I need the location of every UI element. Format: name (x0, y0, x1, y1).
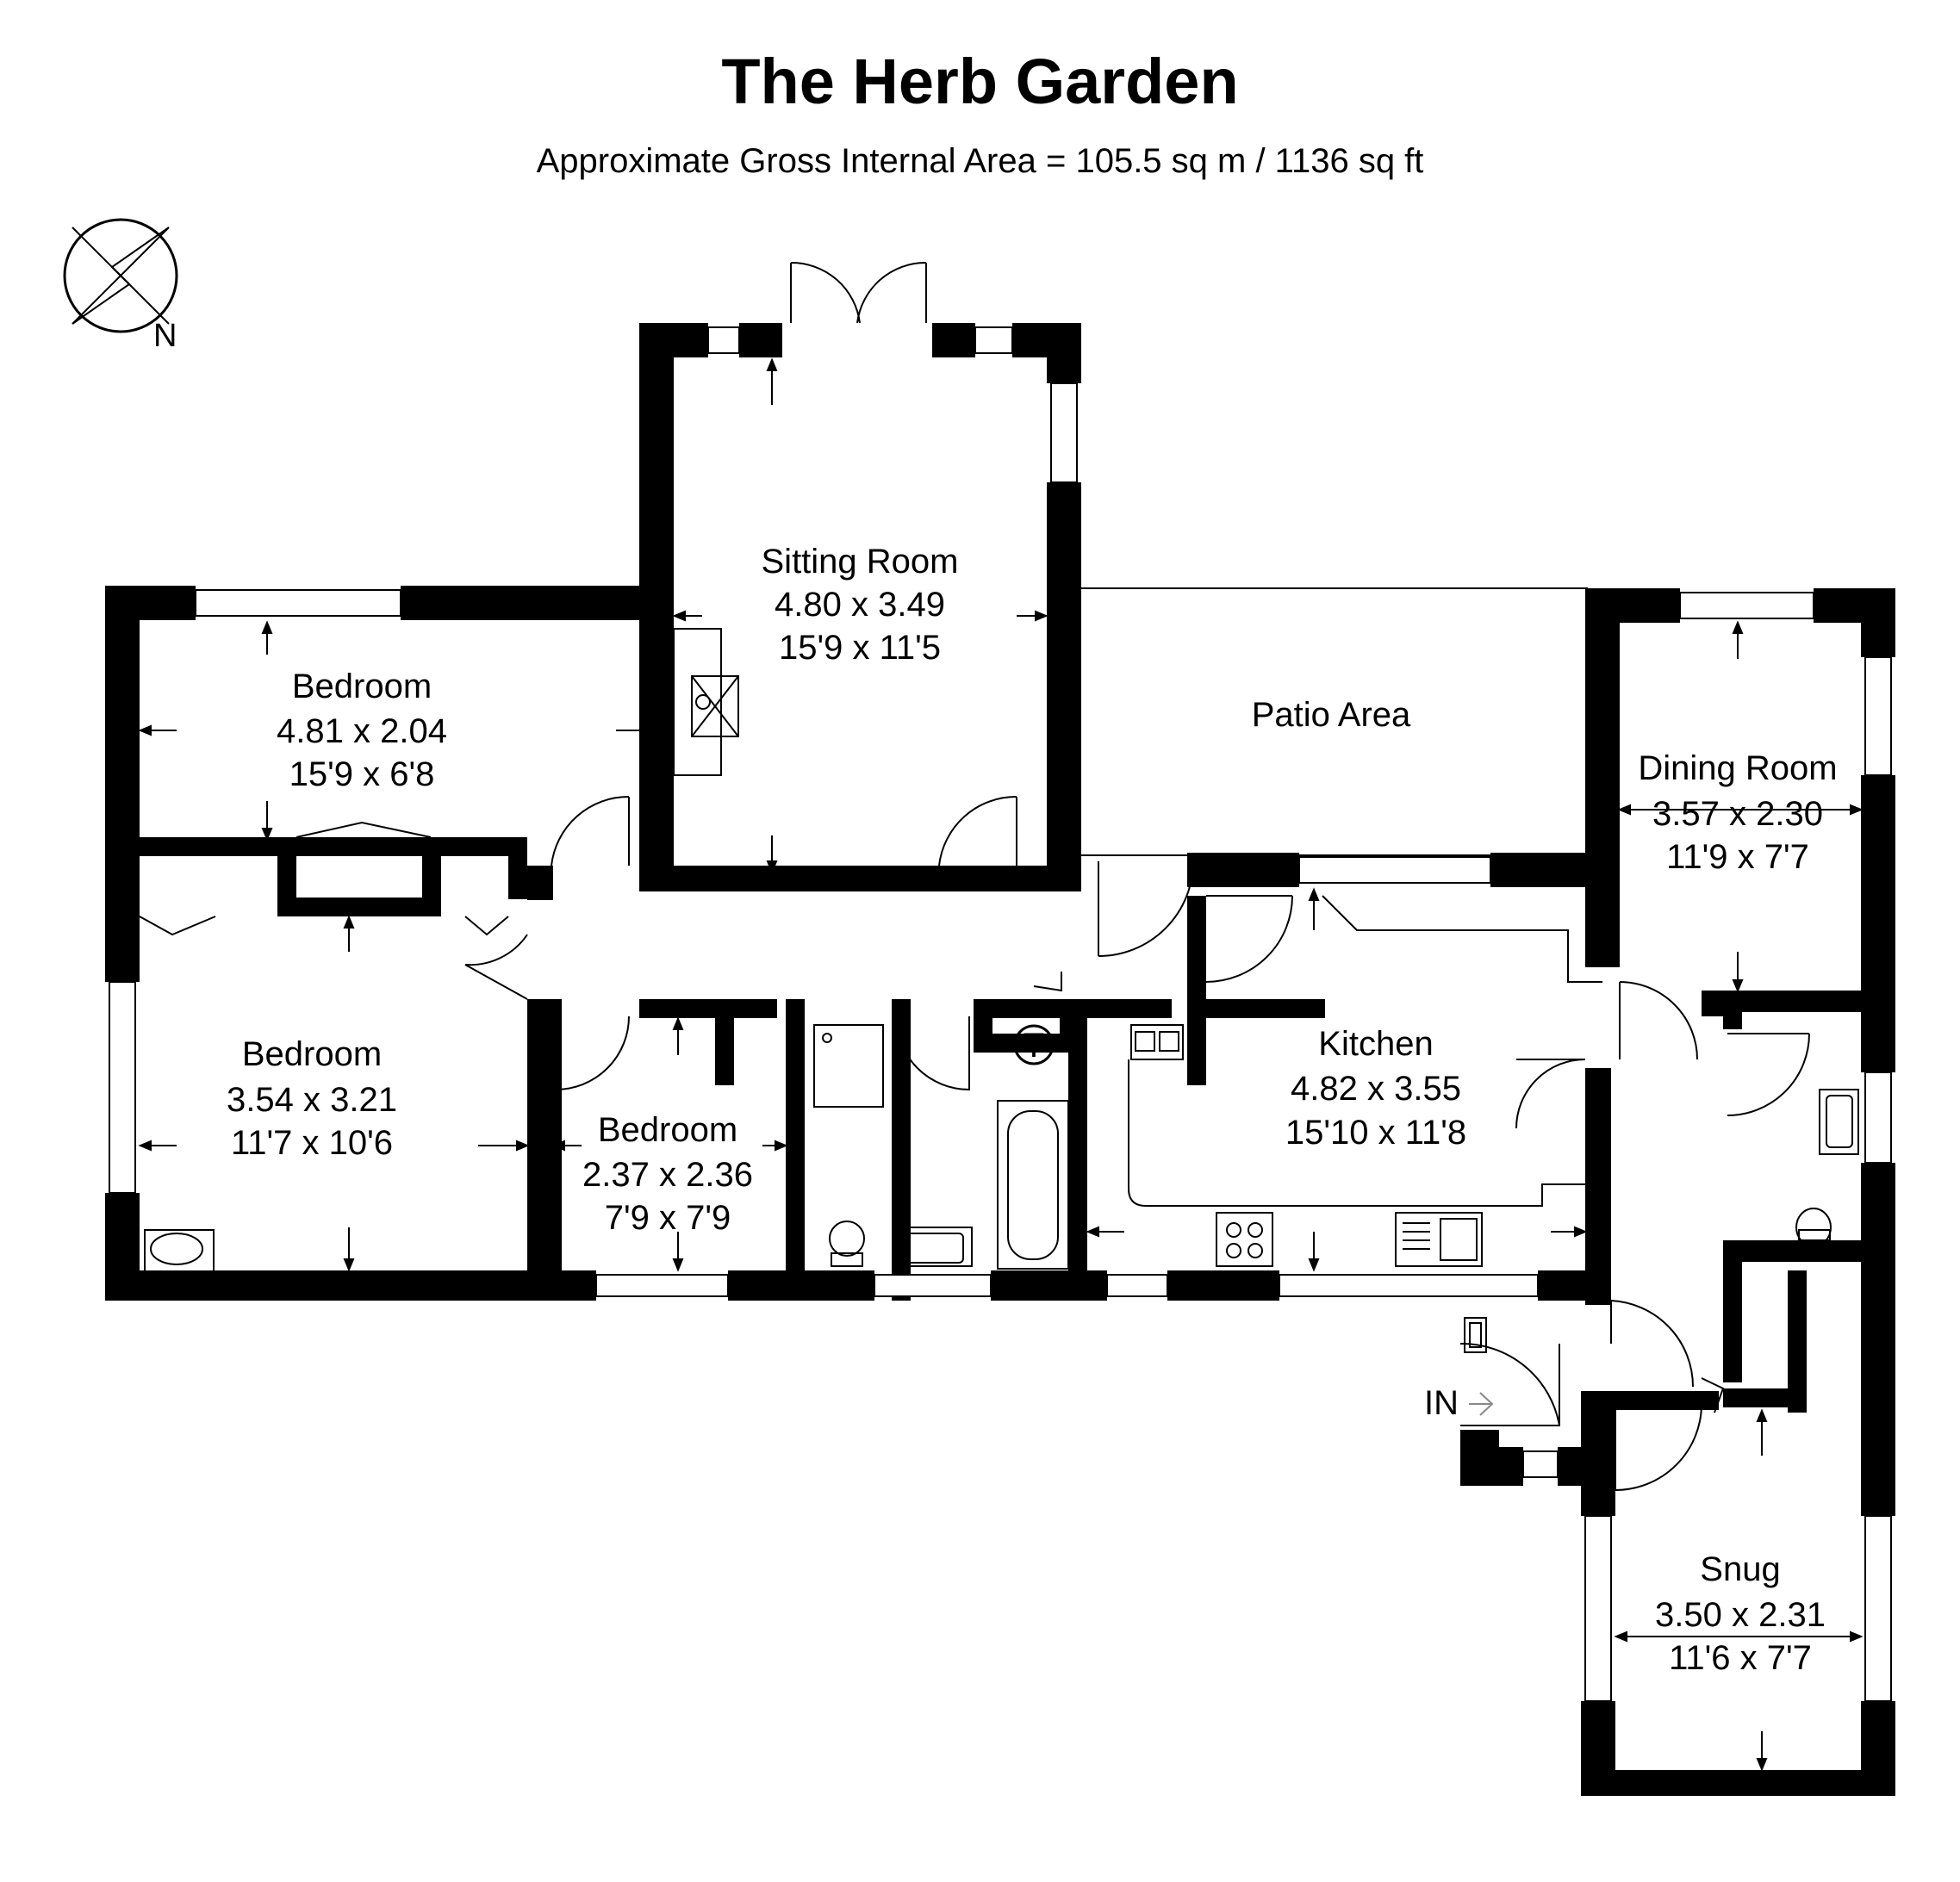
room-name: Snug (1700, 1550, 1780, 1588)
room-bedroom-1: Bedroom 4.81 x 2.04 15'9 x 6'8 (277, 668, 447, 793)
room-name: Sitting Room (762, 543, 959, 581)
hob-icon (1216, 1212, 1273, 1267)
cylinder-label: T (1024, 1027, 1044, 1065)
wc-toilet-icon (1795, 1208, 1832, 1247)
room-name: Kitchen (1318, 1025, 1433, 1063)
room-metric: 4.82 x 3.55 (1291, 1070, 1461, 1108)
basin-icon (895, 1227, 973, 1267)
room-snug: Snug 3.50 x 2.31 11'6 x 7'7 (1655, 1550, 1826, 1677)
walls (105, 323, 1895, 1796)
room-imperial: 15'10 x 11'8 (1285, 1114, 1466, 1152)
room-patio: Patio Area (1252, 696, 1411, 734)
room-name: Dining Room (1638, 749, 1837, 787)
wc-basin-icon (1819, 1089, 1859, 1155)
room-sitting-room: Sitting Room 4.80 x 3.49 15'9 x 11'5 (762, 543, 959, 667)
boiler-icon (1464, 1317, 1487, 1353)
compass-north-label: N (153, 318, 177, 354)
entrance-label: IN (1424, 1384, 1459, 1422)
kitchen-counters (1128, 895, 1602, 1207)
compass-rose-icon (63, 218, 178, 333)
room-metric: 4.80 x 3.49 (775, 586, 945, 624)
shower-icon (813, 1024, 884, 1108)
doors (464, 261, 1810, 1491)
fireplace-icon (673, 628, 739, 776)
room-metric: 3.54 x 3.21 (227, 1081, 397, 1119)
bath-icon (997, 1100, 1069, 1270)
appliance-icon (1135, 1031, 1179, 1052)
room-kitchen: Kitchen 4.82 x 3.55 15'10 x 11'8 (1285, 1025, 1466, 1152)
entrance-arrow-icon (1469, 1392, 1494, 1416)
sink-icon (1395, 1212, 1483, 1267)
plan-subtitle: Approximate Gross Internal Area = 105.5 … (536, 142, 1424, 180)
room-name: Bedroom (242, 1035, 382, 1073)
cylinder-icon: T (1013, 1024, 1055, 1065)
room-bedroom-3: Bedroom 2.37 x 2.36 7'9 x 7'9 (582, 1111, 753, 1237)
room-imperial: 15'9 x 6'8 (289, 755, 435, 793)
toilet-icon (829, 1221, 865, 1267)
wardrobe-doors (139, 821, 1725, 1413)
room-imperial: 7'9 x 7'9 (605, 1199, 731, 1237)
windows (109, 326, 1892, 1702)
room-metric: 2.37 x 2.36 (582, 1156, 753, 1194)
room-metric: 3.50 x 2.31 (1655, 1596, 1826, 1634)
room-name: Bedroom (598, 1111, 737, 1149)
room-metric: 4.81 x 2.04 (277, 712, 447, 750)
room-imperial: 11'6 x 7'7 (1669, 1639, 1812, 1677)
room-metric: 3.57 x 2.30 (1652, 795, 1823, 833)
plan-title: The Herb Garden (721, 46, 1239, 117)
room-imperial: 11'7 x 10'6 (231, 1124, 393, 1162)
room-name: Patio Area (1252, 696, 1411, 734)
dimension-arrows (138, 357, 1864, 1772)
room-dining-room: Dining Room 3.57 x 2.30 11'9 x 7'7 (1638, 749, 1837, 876)
room-name: Bedroom (292, 668, 432, 705)
room-bedroom-2: Bedroom 3.54 x 3.21 11'7 x 10'6 (227, 1035, 397, 1162)
bedroom-basin-icon (144, 1229, 215, 1274)
room-imperial: 15'9 x 11'5 (779, 629, 941, 667)
room-imperial: 11'9 x 7'7 (1666, 838, 1809, 876)
